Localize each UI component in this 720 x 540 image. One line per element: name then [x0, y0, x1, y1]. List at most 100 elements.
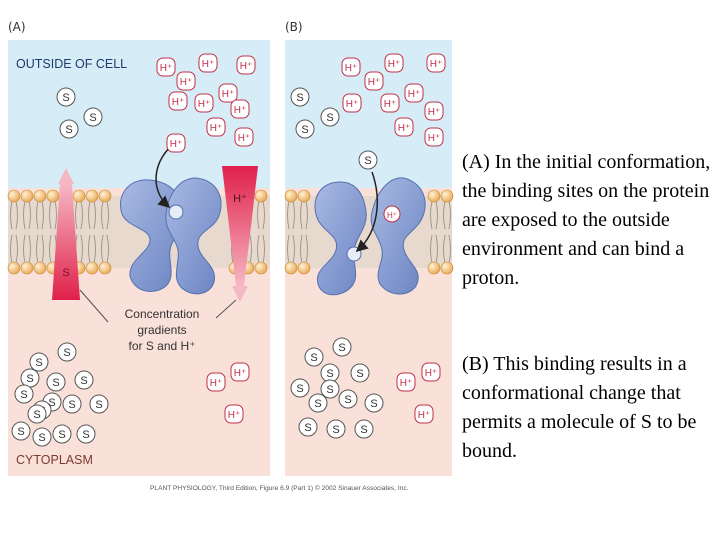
figure-credit: PLANT PHYSIOLOGY, Third Edition, Figure … [150, 484, 409, 492]
gradient-leader-s [79, 289, 109, 323]
svg-text:S: S [360, 424, 367, 436]
svg-text:S: S [364, 155, 371, 167]
svg-text:S: S [370, 398, 377, 410]
s-molecule: S [32, 427, 52, 447]
svg-text:H⁺: H⁺ [346, 99, 359, 110]
h-ion: H⁺ [166, 133, 186, 153]
s-molecule: S [29, 352, 49, 372]
svg-text:S: S [296, 92, 303, 104]
s-molecule: S [62, 394, 82, 414]
h-ion: H⁺ [198, 53, 218, 73]
h-gradient-arrow: H⁺ [222, 166, 258, 302]
h-ion: H⁺ [168, 91, 188, 111]
s-molecule: S [308, 393, 328, 413]
svg-text:H⁺: H⁺ [180, 77, 193, 88]
svg-text:S: S [338, 342, 345, 354]
svg-text:S: S [62, 92, 69, 104]
s-molecule: S [295, 119, 315, 139]
s-gradient-label: S [62, 267, 69, 279]
svg-text:S: S [314, 398, 321, 410]
h-ion: H⁺ [414, 404, 434, 424]
svg-text:S: S [35, 357, 42, 369]
s-molecule: S [46, 372, 66, 392]
svg-text:H⁺: H⁺ [228, 410, 241, 421]
solute-binding-arrow [355, 171, 378, 253]
s-molecule: S [320, 379, 340, 399]
svg-text:H⁺: H⁺ [345, 63, 358, 74]
s-molecule: S [304, 347, 324, 367]
svg-text:H⁺: H⁺ [368, 77, 381, 88]
s-molecule: S [56, 87, 76, 107]
panel-b-letter: (B) [285, 20, 303, 34]
gradient-leader-h [215, 299, 237, 319]
h-ion: H⁺ [426, 53, 446, 73]
svg-text:H⁺: H⁺ [160, 63, 173, 74]
svg-text:S: S [344, 394, 351, 406]
svg-text:S: S [33, 409, 40, 421]
svg-text:H⁺: H⁺ [170, 139, 183, 150]
h-ion: H⁺ [364, 71, 384, 91]
membrane-bilayer-b [284, 189, 454, 275]
s-molecule: S [354, 419, 374, 439]
svg-text:S: S [332, 424, 339, 436]
svg-text:S: S [326, 368, 333, 380]
s-molecule: S [290, 87, 310, 107]
s-molecule: S [358, 150, 378, 170]
bound-proton-label: H⁺ [387, 211, 397, 220]
svg-text:H⁺: H⁺ [222, 89, 235, 100]
svg-text:H⁺: H⁺ [234, 368, 247, 379]
svg-text:S: S [58, 429, 65, 441]
s-molecule: S [364, 393, 384, 413]
svg-text:S: S [356, 368, 363, 380]
h-ion: H⁺ [424, 127, 444, 147]
s-gradient-arrow: S [52, 168, 80, 300]
description-b: (B) This binding results in a conformati… [462, 353, 697, 462]
svg-text:S: S [63, 347, 70, 359]
svg-text:H⁺: H⁺ [238, 133, 251, 144]
transporter-protein-b: H⁺ [314, 177, 426, 296]
svg-text:S: S [17, 426, 24, 438]
svg-text:H⁺: H⁺ [202, 59, 215, 70]
svg-text:S: S [20, 389, 27, 401]
h-ion: H⁺ [404, 83, 424, 103]
s-molecule: S [57, 342, 77, 362]
molecule-layer: H⁺H⁺H⁺H⁺H⁺H⁺H⁺H⁺H⁺H⁺H⁺SSSSSSSSSSSSSSSSSS… [11, 53, 446, 447]
s-molecule: S [326, 419, 346, 439]
s-molecule: S [20, 368, 40, 388]
s-molecule: S [74, 370, 94, 390]
s-molecule: S [27, 404, 47, 424]
h-ion: H⁺ [384, 53, 404, 73]
svg-text:S: S [38, 432, 45, 444]
h-ion: H⁺ [176, 71, 196, 91]
svg-text:S: S [326, 112, 333, 124]
h-ion: H⁺ [218, 83, 238, 103]
svg-text:S: S [48, 397, 55, 409]
svg-text:H⁺: H⁺ [172, 97, 185, 108]
svg-text:H⁺: H⁺ [428, 107, 441, 118]
h-ion: H⁺ [234, 127, 254, 147]
svg-text:S: S [326, 384, 333, 396]
h-gradient-label: H⁺ [233, 193, 247, 205]
h-ion: H⁺ [206, 372, 226, 392]
svg-text:H⁺: H⁺ [234, 105, 247, 116]
h-ion: H⁺ [236, 55, 256, 75]
s-molecule: S [320, 107, 340, 127]
svg-text:S: S [26, 373, 33, 385]
svg-text:S: S [304, 422, 311, 434]
svg-text:H⁺: H⁺ [400, 378, 413, 389]
svg-text:H⁺: H⁺ [428, 133, 441, 144]
h-ion: H⁺ [230, 362, 250, 382]
svg-text:H⁺: H⁺ [198, 99, 211, 110]
svg-text:H⁺: H⁺ [398, 123, 411, 134]
svg-text:H⁺: H⁺ [430, 59, 443, 70]
svg-text:S: S [95, 399, 102, 411]
s-molecule: S [52, 424, 72, 444]
svg-text:H⁺: H⁺ [210, 378, 223, 389]
cytoplasm-label: CYTOPLASM [16, 453, 93, 467]
svg-text:H⁺: H⁺ [384, 99, 397, 110]
svg-text:H⁺: H⁺ [425, 368, 438, 379]
h-ion: H⁺ [342, 93, 362, 113]
h-ion: H⁺ [156, 57, 176, 77]
